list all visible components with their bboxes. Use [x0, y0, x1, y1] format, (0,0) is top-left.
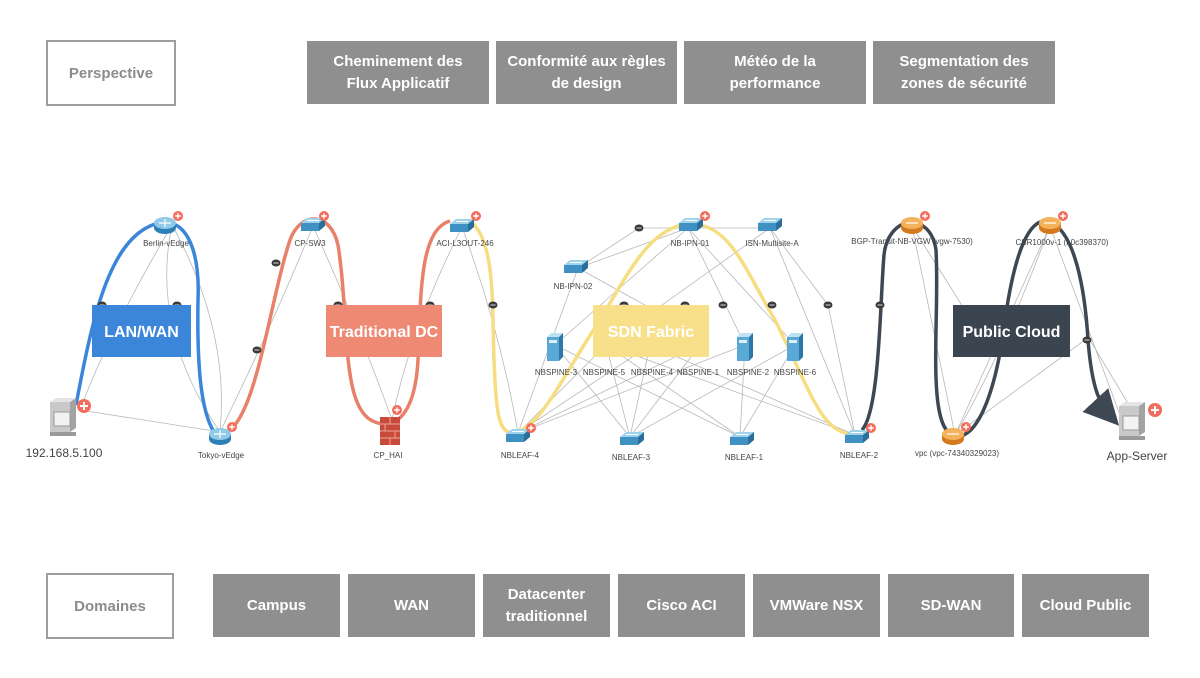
perspective-item-conformite[interactable]: Conformité aux règles de design: [496, 41, 677, 104]
svg-text:ISN-Multisite-A: ISN-Multisite-A: [745, 239, 799, 248]
svg-text:Traditional DC: Traditional DC: [330, 324, 439, 341]
leaf-nbleaf-3[interactable]: NBLEAF-3: [612, 431, 651, 462]
domains-label: Domaines: [46, 573, 174, 639]
svg-text:NBLEAF-2: NBLEAF-2: [840, 451, 879, 460]
spine-nbspine-6[interactable]: NBSPINE-6: [774, 333, 817, 377]
svg-text:NBLEAF-3: NBLEAF-3: [612, 453, 651, 462]
svg-text:ACI-L3OUT-246: ACI-L3OUT-246: [436, 239, 494, 248]
path-public-cloud: [860, 219, 1120, 438]
spine-nbspine-4[interactable]: NBSPINE-4: [631, 368, 674, 377]
svg-text:Berlin-vEdge: Berlin-vEdge: [143, 239, 189, 248]
svg-text:CP-SW3: CP-SW3: [294, 239, 326, 248]
router-tokyo-vedge[interactable]: Tokyo-vEdge: [198, 421, 245, 460]
svg-text:NBSPINE-2: NBSPINE-2: [727, 368, 770, 377]
switch-cp-sw3[interactable]: CP-SW3: [294, 210, 330, 248]
svg-text:NB-IPN-01: NB-IPN-01: [671, 239, 710, 248]
svg-text:NBSPINE-1: NBSPINE-1: [677, 368, 720, 377]
svg-text:LAN/WAN: LAN/WAN: [104, 324, 179, 341]
domain-vmware-nsx[interactable]: VMWare NSX: [753, 574, 880, 637]
svg-text:vpc (vpc-74340329023): vpc (vpc-74340329023): [915, 449, 999, 458]
domain-cisco-aci[interactable]: Cisco ACI: [618, 574, 745, 637]
leaf-nbleaf-2[interactable]: NBLEAF-2: [840, 422, 879, 460]
router-csr1000v[interactable]: CSR1000v-1 (i-0c398370): [1016, 210, 1109, 247]
firewall-cp-hai[interactable]: CP_HAI: [374, 404, 403, 460]
switch-nb-ipn-01[interactable]: NB-IPN-01: [671, 210, 711, 248]
router-bgp-transit[interactable]: BGP-Transit-NB-VGW (vgw-7530): [851, 210, 973, 246]
switch-isn-multisite[interactable]: ISN-Multisite-A: [745, 217, 799, 248]
app-server-host[interactable]: App-Server: [1107, 401, 1168, 463]
svg-text:Public Cloud: Public Cloud: [963, 324, 1061, 341]
svg-text:192.168.5.100: 192.168.5.100: [26, 446, 103, 460]
svg-text:BGP-Transit-NB-VGW (vgw-7530): BGP-Transit-NB-VGW (vgw-7530): [851, 237, 973, 246]
segment-sdn-fabric[interactable]: SDN Fabric: [593, 305, 709, 357]
domain-cloud-public[interactable]: Cloud Public: [1022, 574, 1149, 637]
perspective-item-segmentation[interactable]: Segmentation des zones de sécurité: [873, 41, 1055, 104]
svg-text:NB-IPN-02: NB-IPN-02: [554, 282, 593, 291]
spine-nbspine-3[interactable]: NBSPINE-3: [535, 333, 578, 377]
segment-lan-wan[interactable]: LAN/WAN: [92, 305, 191, 357]
spine-nbspine-1[interactable]: NBSPINE-1: [677, 368, 720, 377]
spine-nbspine-5[interactable]: NBSPINE-5: [583, 368, 626, 377]
client-host[interactable]: 192.168.5.100: [26, 397, 103, 460]
router-berlin-vedge[interactable]: Berlin-vEdge: [143, 210, 189, 248]
svg-text:SDN Fabric: SDN Fabric: [608, 324, 694, 341]
svg-text:CSR1000v-1 (i-0c398370): CSR1000v-1 (i-0c398370): [1016, 238, 1109, 247]
perspective-item-meteo[interactable]: Météo de la performance: [684, 41, 866, 104]
svg-text:NBLEAF-4: NBLEAF-4: [501, 451, 540, 460]
perspective-item-flux[interactable]: Cheminement des Flux Applicatif: [307, 41, 489, 104]
svg-text:NBLEAF-1: NBLEAF-1: [725, 453, 764, 462]
segment-traditional-dc[interactable]: Traditional DC: [326, 305, 442, 357]
leaf-nbleaf-4[interactable]: NBLEAF-4: [501, 422, 540, 460]
svg-text:CP_HAI: CP_HAI: [374, 451, 403, 460]
segment-public-cloud[interactable]: Public Cloud: [953, 305, 1070, 357]
domain-wan[interactable]: WAN: [348, 574, 475, 637]
svg-text:NBSPINE-5: NBSPINE-5: [583, 368, 626, 377]
svg-text:NBSPINE-4: NBSPINE-4: [631, 368, 674, 377]
switch-nb-ipn-02[interactable]: NB-IPN-02: [554, 259, 593, 291]
leaf-nbleaf-1[interactable]: NBLEAF-1: [725, 431, 764, 462]
svg-text:NBSPINE-3: NBSPINE-3: [535, 368, 578, 377]
svg-text:Tokyo-vEdge: Tokyo-vEdge: [198, 451, 245, 460]
router-vpc[interactable]: vpc (vpc-74340329023): [915, 421, 999, 458]
perspective-label: Perspective: [46, 40, 176, 106]
domain-datacenter[interactable]: Datacenter traditionnel: [483, 574, 610, 637]
domain-sd-wan[interactable]: SD-WAN: [888, 574, 1014, 637]
switch-aci-l3out[interactable]: ACI-L3OUT-246: [436, 210, 494, 248]
spine-nbspine-2[interactable]: NBSPINE-2: [727, 333, 770, 377]
svg-text:App-Server: App-Server: [1107, 449, 1168, 463]
domain-campus[interactable]: Campus: [213, 574, 340, 637]
svg-text:NBSPINE-6: NBSPINE-6: [774, 368, 817, 377]
